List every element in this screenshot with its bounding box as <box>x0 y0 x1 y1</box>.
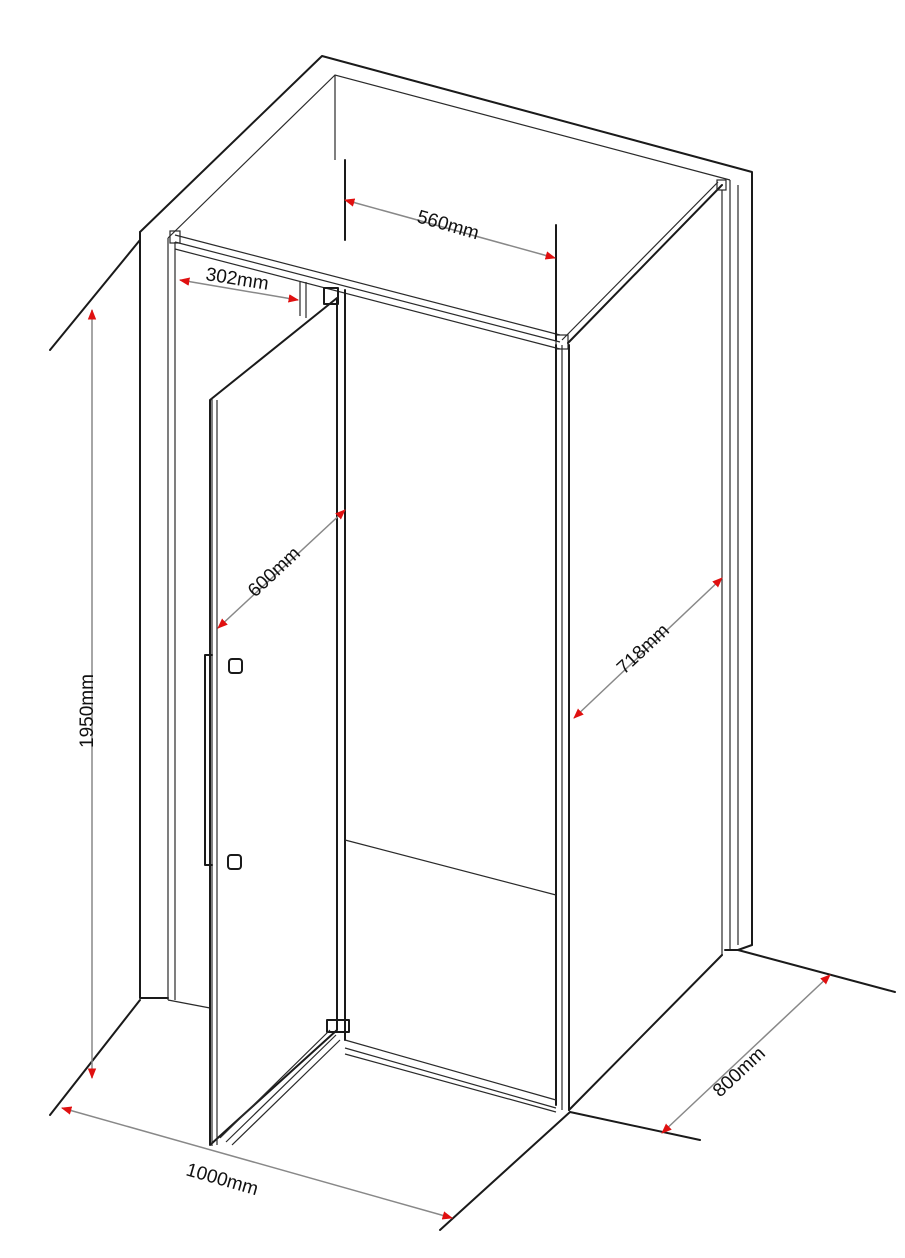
dim-line-600 <box>217 509 346 629</box>
top-rail <box>169 230 569 350</box>
dim-line-302 <box>178 277 300 303</box>
dim-line-1000 <box>60 1106 454 1220</box>
side-panel <box>555 179 727 1111</box>
label-560mm: 560mm <box>415 207 482 245</box>
label-1000mm: 1000mm <box>184 1160 261 1201</box>
alcove-walls <box>139 55 753 1009</box>
dim-line-800 <box>661 974 831 1134</box>
label-1950mm: 1950mm <box>77 674 98 748</box>
label-800mm: 800mm <box>709 1043 770 1102</box>
dim-line-560 <box>343 198 557 260</box>
dimension-lines <box>60 198 831 1220</box>
dim-line-718 <box>573 577 723 719</box>
label-600mm: 600mm <box>244 543 305 602</box>
floor-lines <box>49 159 896 1231</box>
door <box>204 282 350 1146</box>
dimension-labels: 560mm 302mm 600mm 718mm 1950mm 1000mm 80… <box>77 207 770 1201</box>
label-718mm: 718mm <box>613 620 674 679</box>
fixed-panel <box>344 289 557 1113</box>
